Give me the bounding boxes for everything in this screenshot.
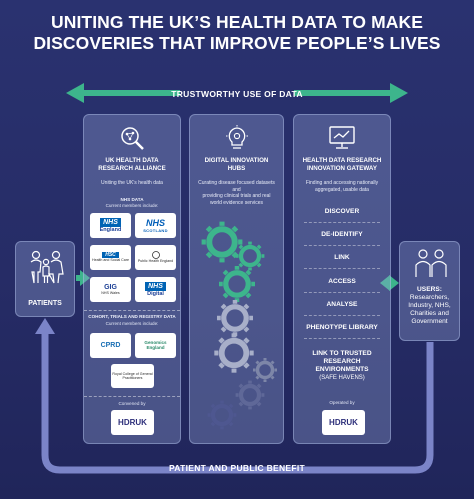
- monitor-chart-icon: [329, 126, 355, 149]
- gateway-subtitle: Finding and accessing nationally aggrega…: [305, 180, 379, 193]
- title-line-2: DISCOVERIES THAT IMPROVE PEOPLE’S LIVES: [33, 33, 441, 53]
- rcgp-logo: Royal College of General Practitioners: [111, 364, 154, 388]
- step-phenotype-library: PHENOTYPE LIBRARY: [306, 324, 378, 331]
- step-analyse: ANALYSE: [326, 301, 358, 308]
- alliance-panel: UK HEALTH DATA RESEARCH ALLIANCE Uniting…: [83, 114, 181, 444]
- magnifier-network-icon: [121, 127, 144, 150]
- users-label: USERS:: [417, 286, 442, 293]
- step-link: LINK: [334, 254, 350, 261]
- nhs-data-heading: NHS DATA: [120, 197, 144, 202]
- nhs-wales-logo: GIG NHS Wales: [90, 277, 131, 302]
- cohort-heading: COHORT, TRIALS AND REGISTRY DATA: [88, 314, 176, 319]
- cohort-note: Current members include:: [105, 321, 159, 326]
- users-line: Industry, NHS,: [408, 302, 451, 309]
- section-divider: [84, 396, 180, 397]
- step-divider: [304, 268, 380, 269]
- gateway-heading: HEALTH DATA RESEARCH INNOVATION GATEWAY: [302, 157, 382, 172]
- step-divider: [304, 222, 380, 223]
- nhs-scotland-logo: NHS SCOTLAND: [135, 213, 176, 238]
- gear-icon: [236, 381, 265, 410]
- gear-icon: [236, 242, 265, 271]
- trustworthy-arrow: [66, 83, 408, 103]
- gateway-panel: HEALTH DATA RESEARCH INNOVATION GATEWAY …: [293, 114, 391, 444]
- section-divider: [84, 310, 180, 311]
- hubs-heading: DIGITAL INNOVATION HUBS: [204, 157, 269, 172]
- users-text: USERS: Researchers, Industry, NHS, Chari…: [400, 286, 459, 326]
- safe-havens-note: (SAFE HAVENS): [319, 375, 365, 381]
- nhs-england-logo: NHS England: [90, 213, 131, 238]
- nhs-digital-logo: NHS Digital: [135, 277, 176, 302]
- patients-label: PATIENTS: [28, 300, 62, 307]
- convened-by-label: Convened by: [118, 401, 146, 406]
- step-divider: [304, 338, 380, 339]
- step-trusted-environments: LINK TO TRUSTED RESEARCH ENVIRONMENTS (S…: [294, 350, 390, 382]
- genomics-england-logo: Genomics England: [135, 333, 176, 358]
- step-divider: [304, 292, 380, 293]
- gateway-users-arrow: [380, 275, 399, 291]
- crest-icon: [151, 251, 160, 260]
- title-line-1: UNITING THE UK’S HEALTH DATA TO MAKE: [50, 12, 424, 32]
- trustworthy-use-label: TRUSTWORTHY USE OF DATA: [171, 89, 303, 99]
- gear-icon: [219, 266, 255, 302]
- step-discover: DISCOVER: [324, 208, 360, 215]
- gear-icon: [214, 333, 253, 372]
- lightbulb-gear-icon: [225, 125, 248, 149]
- nhs-data-note: Current members include:: [105, 203, 159, 208]
- patients-box: PATIENTS: [15, 241, 75, 317]
- people-icon: [415, 249, 447, 277]
- alliance-subtitle: Uniting the UK’s health data: [101, 180, 163, 186]
- users-line: Researchers,: [409, 294, 450, 301]
- gear-icon: [217, 300, 253, 336]
- users-box: USERS: Researchers, Industry, NHS, Chari…: [399, 241, 460, 341]
- hdruk-logo: HDRUK: [322, 410, 365, 435]
- step-de-identify: DE-IDENTIFY: [321, 231, 363, 238]
- page-title: UNITING THE UK’S HEALTH DATA TO MAKE DIS…: [0, 12, 474, 54]
- gears-illustration: [190, 210, 279, 442]
- step-access: ACCESS: [328, 278, 356, 285]
- hubs-panel: DIGITAL INNOVATION HUBS Curating disease…: [189, 114, 284, 444]
- hubs-subtitle: Curating disease focused datasets and pr…: [198, 180, 275, 206]
- gear-icon: [251, 356, 279, 384]
- family-icon: [30, 250, 64, 284]
- hdruk-logo: HDRUK: [111, 410, 154, 435]
- patient-benefit-label: PATIENT AND PUBLIC BENEFIT: [168, 463, 306, 473]
- users-line: Charities and: [410, 310, 449, 317]
- cprd-logo: CPRD: [90, 333, 131, 358]
- public-health-england-logo: Public Health England: [135, 245, 176, 270]
- gear-icon: [208, 401, 237, 430]
- health-social-care-logo: HSC Health and Social Care: [90, 245, 131, 270]
- alliance-heading: UK HEALTH DATA RESEARCH ALLIANCE: [98, 157, 166, 172]
- patients-to-alliance-arrow: [76, 270, 90, 286]
- benefit-loop-arrow: [41, 330, 434, 474]
- step-divider: [304, 245, 380, 246]
- step-divider: [304, 315, 380, 316]
- operated-by-label: Operated by: [329, 400, 355, 405]
- users-line: Government: [411, 318, 448, 325]
